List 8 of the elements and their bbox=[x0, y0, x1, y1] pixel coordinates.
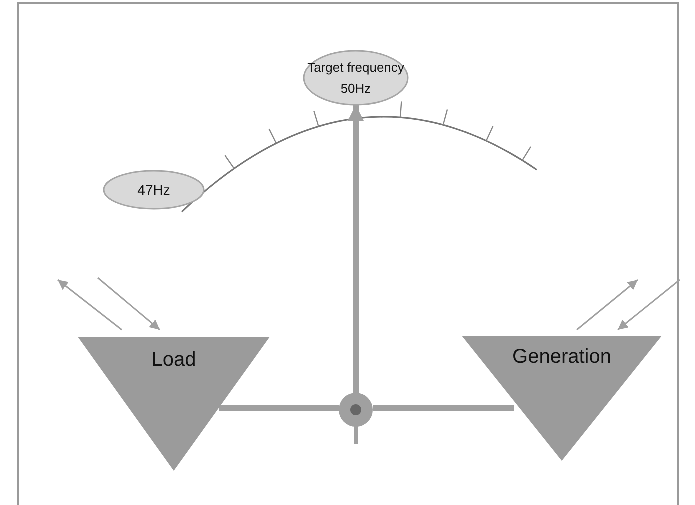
pan-label: Generation bbox=[512, 346, 612, 369]
balance-beam bbox=[219, 405, 339, 411]
pan-label: Load bbox=[152, 349, 196, 372]
frequency-label: 47Hz bbox=[138, 182, 170, 198]
frequency-label: 50Hz bbox=[340, 81, 372, 96]
frequency-label: Target frequency bbox=[308, 60, 404, 75]
needle-arrow bbox=[348, 105, 364, 393]
balance-beam bbox=[373, 405, 514, 411]
